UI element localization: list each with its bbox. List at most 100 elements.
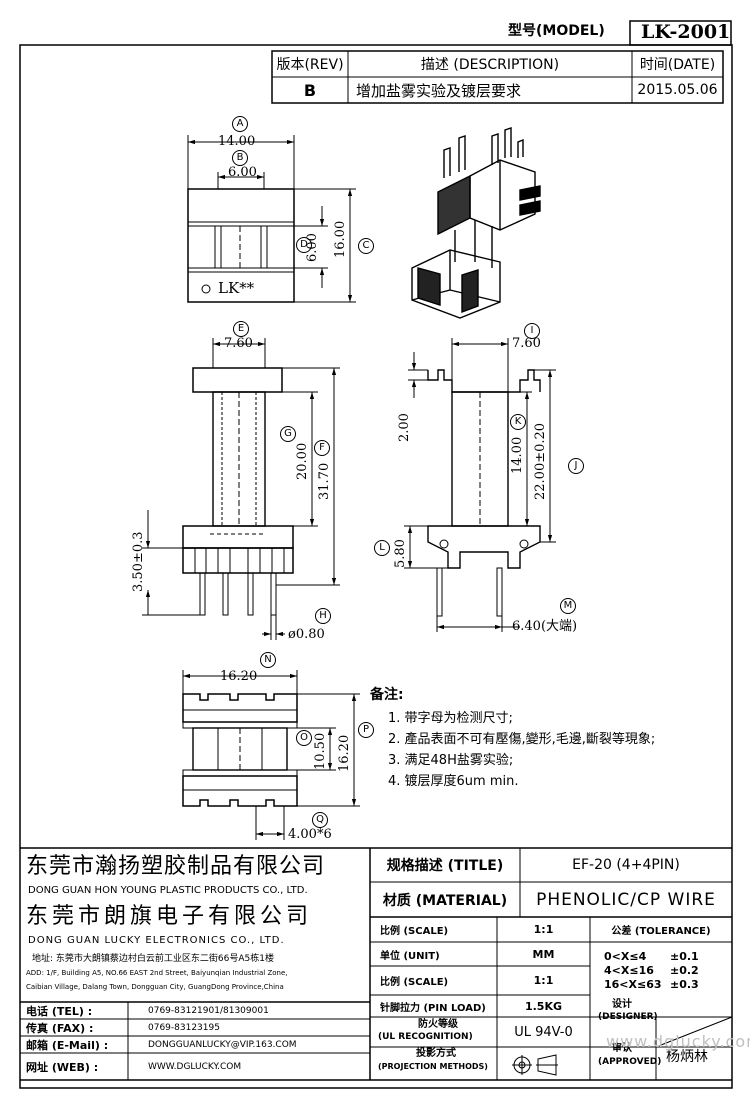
dim-b: 6.00 — [228, 165, 257, 180]
approved-label: 审认 — [612, 1043, 632, 1054]
description-value: 增加盐雾实验及镀层要求 — [356, 81, 522, 100]
dim-i: 7.60 — [512, 336, 541, 351]
tel-label: 电话 (TEL) : — [26, 1004, 93, 1018]
email-label: 邮箱 (E-Mail) : — [26, 1038, 109, 1052]
dim-q: 4.00*6 — [288, 827, 332, 842]
circle-label-q: Q — [312, 812, 328, 828]
projection-label-en: (PROJECTION METHODS) — [378, 1062, 488, 1071]
unit-label: 单位 (UNIT) — [380, 950, 440, 962]
note-item: 4. 镀层厚度6um min. — [388, 774, 519, 789]
tolerance-label: 公差 (TOLERANCE) — [611, 926, 711, 937]
company-name-cn-2: 东莞市朗旗电子有限公司 — [26, 904, 313, 929]
note-item: 2. 產品表面不可有壓傷,變形,毛邊,斷裂等現象; — [388, 732, 656, 747]
address-cn: 地址: 东莞市大朗镇蔡边村白云前工业区东二街66号A5栋1楼 — [32, 954, 274, 964]
dim-k: 14.00 — [510, 436, 525, 474]
circle-label-h: H — [315, 608, 331, 624]
dim-j: 22.00±0.20 — [533, 422, 548, 500]
title-value: EF-20 (4+4PIN) — [572, 857, 680, 873]
circle-label-m: M — [560, 598, 576, 614]
circle-label-g: G — [280, 426, 296, 442]
description-label: 描述 (DESCRIPTION) — [420, 57, 560, 73]
rev-value: B — [303, 80, 317, 100]
circle-label-p: P — [358, 722, 374, 738]
circle-label-o: O — [296, 730, 312, 746]
top-view-marking: LK** — [218, 279, 255, 297]
title-block-lines — [20, 847, 733, 1081]
model-box — [629, 20, 732, 46]
sheet-border — [19, 44, 733, 1089]
tel-value: 0769-83121901/81309001 — [148, 1005, 269, 1016]
fax-label: 传真 (FAX) : — [26, 1021, 94, 1035]
dim-l: 5.80 — [393, 539, 408, 568]
fax-value: 0769-83123195 — [148, 1022, 220, 1033]
tol-range: 16<X≤63 — [604, 978, 662, 991]
tol-value: ±0.3 — [670, 978, 699, 991]
circle-label-l: L — [374, 540, 390, 556]
ul-value: UL 94V-0 — [514, 1024, 573, 1040]
ul-label: 防火等级 — [418, 1019, 458, 1030]
scale2-label: 比例 (SCALE) — [380, 977, 449, 988]
model-value: LK-2001 — [641, 21, 731, 43]
pin-load-label: 针脚拉力 (PIN LOAD) — [380, 1002, 486, 1014]
scale2-value: 1:1 — [533, 974, 554, 987]
pin-load-value: 1.5KG — [524, 999, 563, 1013]
web-value: WWW.DGLUCKY.COM — [148, 1061, 242, 1072]
circle-label-c: C — [358, 238, 374, 254]
model-label: 型号(MODEL) — [508, 23, 605, 39]
date-label: 时间(DATE) — [639, 57, 716, 73]
notes-title: 备注: — [370, 687, 404, 703]
date-value: 2015.05.06 — [637, 82, 718, 98]
circle-label-d: D — [296, 237, 312, 253]
tol-range: 0<X≤4 — [604, 950, 647, 963]
note-item: 1. 带字母为检测尺寸; — [388, 711, 513, 726]
circle-label-e: E — [233, 321, 249, 337]
designer-label: 设计 — [612, 999, 632, 1010]
address-en-1: ADD: 1/F, Building A5, NO.66 EAST 2nd St… — [26, 969, 288, 977]
email-value: DONGGUANLUCKY@VIP.163.COM — [148, 1039, 297, 1050]
circle-label-i: I — [524, 323, 540, 339]
company-name-en-1: DONG GUAN HON YOUNG PLASTIC PRODUCTS CO.… — [28, 885, 308, 896]
web-label: 网址 (WEB) : — [26, 1060, 99, 1074]
watermark-text: www.dglucky.com — [606, 1032, 750, 1051]
material-label: 材质 (MATERIAL) — [382, 892, 508, 909]
dim-g: 20.00 — [295, 442, 310, 480]
dim-n: 16.20 — [220, 669, 258, 684]
address-en-2: Caibian Village, Dalang Town, Dongguan C… — [26, 983, 284, 991]
circle-label-a: A — [232, 116, 248, 132]
tol-value: ±0.2 — [670, 964, 699, 977]
projection-label: 投影方式 — [416, 1048, 456, 1059]
dim-f: 31.70 — [317, 462, 332, 500]
unit-value: MM — [532, 947, 555, 961]
tol-range: 4<X≤16 — [604, 964, 654, 977]
rev-label: 版本(REV) — [276, 57, 344, 73]
company-name-cn-1: 东莞市瀚扬塑胶制品有限公司 — [26, 854, 326, 879]
ul-label-en: (UL RECOGNITION) — [378, 1032, 473, 1042]
scale-label: 比例 (SCALE) — [380, 926, 449, 937]
dim-e: 7.60 — [224, 336, 253, 351]
dim-o: 10.50 — [313, 732, 328, 770]
approved-value: 杨炳林 — [666, 1049, 708, 1065]
note-item: 3. 满足48H盐雾实验; — [388, 753, 514, 768]
designer-label-en: (DESIGNER) — [598, 1012, 658, 1022]
front-view-drawing — [142, 338, 340, 640]
title-label: 规格描述 (TITLE) — [386, 858, 504, 874]
top-view-drawing — [187, 135, 356, 303]
scale-value: 1:1 — [533, 923, 554, 936]
circle-label-j: J — [568, 458, 584, 474]
dim-m: 6.40(大端) — [512, 619, 578, 634]
approved-label-en: (APPROVED) — [598, 1057, 662, 1067]
projection-symbol — [512, 1054, 558, 1076]
revision-table — [271, 50, 724, 104]
dim-a: 14.00 — [218, 134, 256, 149]
dim-top-step: 2.00 — [397, 413, 412, 442]
tol-value: ±0.1 — [670, 950, 699, 963]
dim-pin-length: 3.50±0.3 — [131, 531, 146, 592]
iso-view-drawing — [411, 127, 541, 319]
bottom-view-drawing — [182, 670, 360, 840]
circle-label-n: N — [260, 652, 276, 668]
dim-h: ø0.80 — [288, 627, 325, 642]
circle-label-k: K — [510, 414, 526, 430]
circle-label-b: B — [232, 150, 248, 166]
circle-label-f: F — [314, 440, 330, 456]
